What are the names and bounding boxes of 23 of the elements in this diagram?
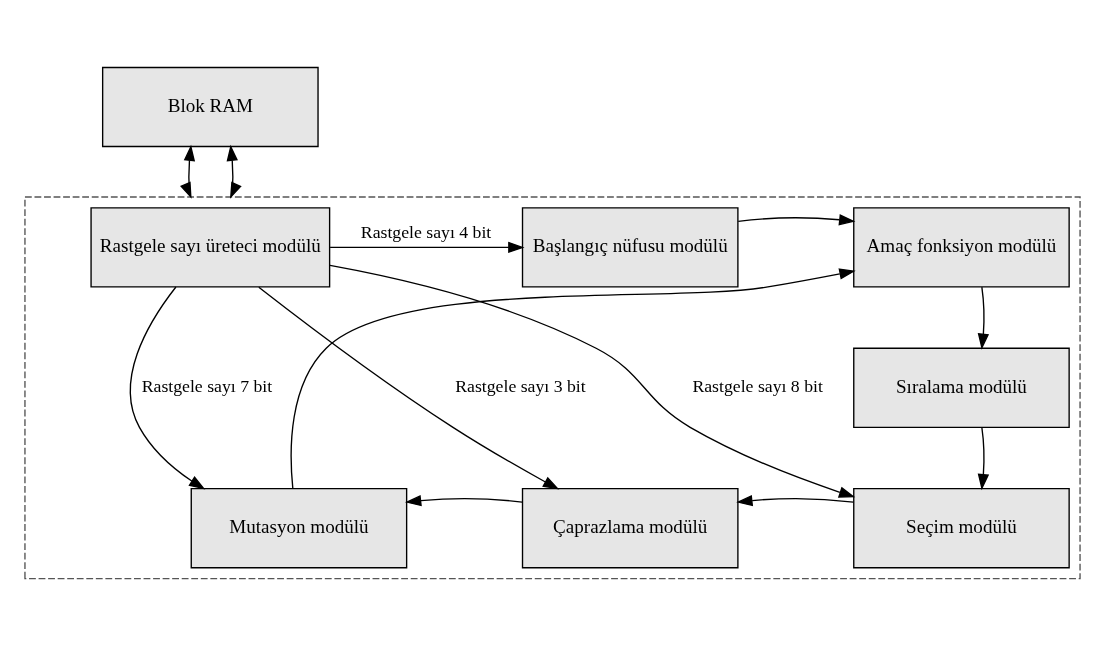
edge-label: Rastgele sayı 8 bit — [692, 376, 823, 397]
arrow — [258, 286, 560, 490]
arrow — [329, 241, 525, 254]
arrow — [736, 494, 854, 507]
edge-label: Rastgele sayı 4 bit — [360, 222, 492, 243]
node-box: Rastgele sayı üreteci modülü — [90, 207, 331, 288]
arrow — [737, 214, 856, 226]
node-box: Çaprazlama modülü — [521, 488, 739, 569]
node-box: Sıralama modülü — [853, 347, 1070, 428]
arrow — [404, 494, 523, 507]
node-box: Seçim modülü — [853, 488, 1070, 569]
cluster — [24, 196, 1081, 580]
arrow — [226, 144, 242, 199]
node-box: Blok RAM — [101, 66, 319, 148]
node-box: Başlangıç nüfusu modülü — [521, 207, 739, 288]
node-box: Mutasyon modülü — [190, 488, 408, 569]
arrow — [977, 426, 990, 491]
arrow — [129, 286, 206, 490]
arrow — [977, 286, 990, 350]
edge-label: Rastgele sayı 3 bit — [455, 376, 586, 397]
node-box: Amaç fonksiyon modülü — [853, 207, 1070, 288]
edge-label: Rastgele sayı 7 bit — [141, 376, 273, 397]
arrow — [180, 144, 196, 199]
